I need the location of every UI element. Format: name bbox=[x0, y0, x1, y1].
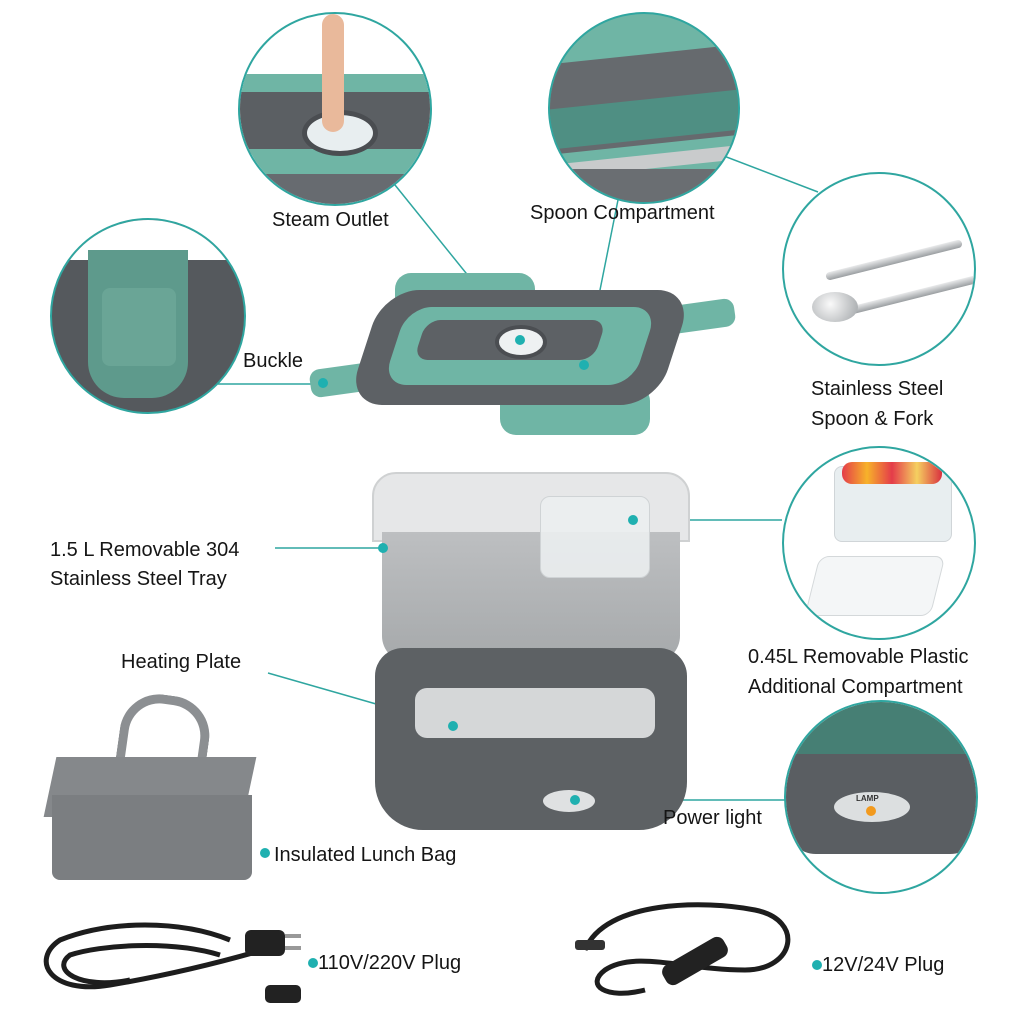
tray-label-line1: 1.5 L Removable 304 bbox=[50, 539, 240, 561]
plastic-compartment bbox=[540, 496, 650, 578]
spoon-fork-detail-circle bbox=[782, 172, 976, 366]
car-power-cord bbox=[575, 902, 791, 996]
ac-plug-label: 110V/220V Plug bbox=[318, 952, 462, 974]
lamp-led-icon bbox=[866, 806, 876, 816]
steam-outlet-detail-circle bbox=[238, 12, 432, 206]
dc-plug-dot bbox=[812, 960, 822, 970]
heating-plate-label: Heating Plate bbox=[121, 651, 242, 673]
spoon-fork-label-line1: Stainless Steel bbox=[811, 378, 944, 400]
spoon-compartment-label: Spoon Compartment bbox=[530, 202, 715, 224]
power-light-dot bbox=[570, 795, 580, 805]
insulated-lunch-bag bbox=[43, 689, 258, 885]
power-light-label: Power light bbox=[663, 807, 762, 829]
dc-plug-label: 12V/24V Plug bbox=[822, 954, 945, 976]
heating-plate-dot bbox=[448, 721, 458, 731]
spoon-slot-dot bbox=[579, 360, 589, 370]
tray-label-line2: Stainless Steel Tray bbox=[50, 568, 227, 590]
ac-power-cord bbox=[43, 922, 301, 1003]
spoon-compartment-detail-circle bbox=[548, 12, 740, 204]
plastic-compartment-detail-circle bbox=[782, 446, 976, 640]
power-light-detail-circle: LAMP bbox=[784, 700, 978, 894]
lamp-panel bbox=[543, 790, 595, 812]
lid-illustration bbox=[300, 265, 740, 435]
plastic-label-line2: Additional Compartment bbox=[748, 676, 963, 698]
lid-valve-dot bbox=[515, 335, 525, 345]
lunch-bag-dot bbox=[260, 848, 270, 858]
finger-icon bbox=[322, 14, 344, 132]
fruit-icon bbox=[842, 462, 942, 484]
buckle-detail-circle bbox=[50, 218, 246, 414]
ac-plug-dot bbox=[308, 958, 318, 968]
buckle-dot bbox=[318, 378, 328, 388]
spoon-icon bbox=[840, 275, 974, 317]
lamp-indicator-panel: LAMP bbox=[834, 792, 910, 822]
plastic-compartment-dot bbox=[628, 515, 638, 525]
stainless-steel-tray bbox=[372, 472, 690, 664]
steam-outlet-label: Steam Outlet bbox=[272, 209, 389, 231]
tray-dot bbox=[378, 543, 388, 553]
plastic-label-line1: 0.45L Removable Plastic bbox=[748, 646, 969, 668]
spoon-fork-label-line2: Spoon & Fork bbox=[811, 408, 934, 430]
heating-base bbox=[375, 648, 687, 830]
fork-icon bbox=[825, 239, 963, 281]
lamp-label: LAMP bbox=[856, 794, 879, 803]
lunch-bag-label: Insulated Lunch Bag bbox=[274, 844, 457, 866]
buckle-label: Buckle bbox=[243, 350, 304, 372]
